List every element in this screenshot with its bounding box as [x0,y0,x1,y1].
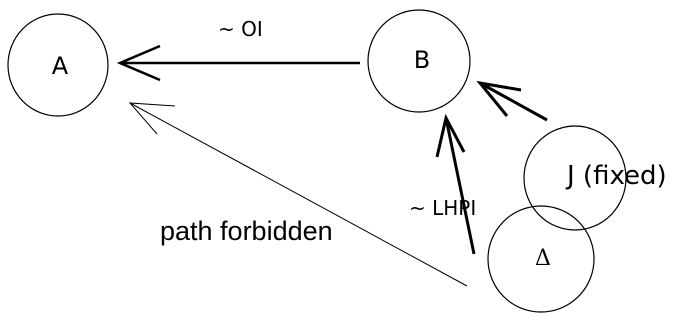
node-a-label: A [52,52,69,80]
edge-delta-to-a-label: path forbidden [160,216,333,246]
edge-delta-to-b [435,113,476,255]
node-b-label: B [414,46,430,74]
edge-j-to-b [476,80,548,122]
edge-delta-to-a [128,102,468,287]
node-b-circle [367,9,471,113]
node-j-label: J (fixed) [565,161,667,191]
node-a-circle [7,13,109,117]
node-delta-label: Δ [535,246,551,271]
edge-delta-to-b-label: ~ LHPI [409,196,476,220]
node-delta-circle [487,205,595,313]
node-j-circle [523,125,627,231]
edge-b-to-a-label: ~ OI [218,17,263,41]
edge-b-to-a [116,44,360,82]
